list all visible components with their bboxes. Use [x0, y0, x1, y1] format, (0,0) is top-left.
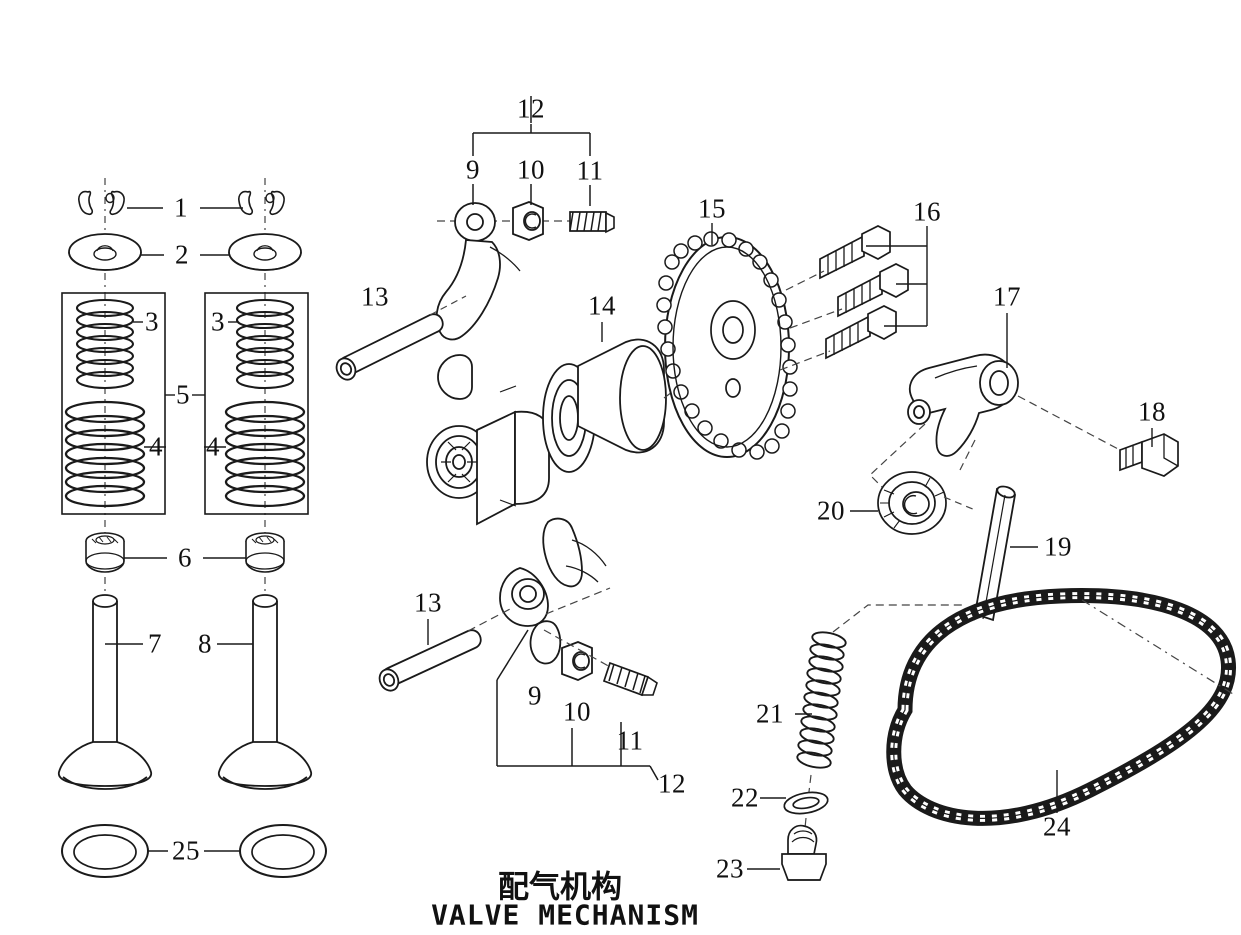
callout-24: 24 — [1043, 811, 1071, 842]
callout-22: 22 — [731, 782, 759, 813]
callout-19: 19 — [1044, 531, 1072, 562]
callout-9-upper: 9 — [466, 154, 480, 185]
diagram-title-chinese: 配气机构 — [498, 869, 622, 906]
callout-7: 7 — [148, 628, 162, 659]
callout-15: 15 — [698, 193, 726, 224]
sprocket-bolts — [779, 225, 928, 371]
callout-25: 25 — [172, 835, 200, 866]
callout-11-upper: 11 — [576, 155, 604, 186]
callout-5: 5 — [176, 379, 190, 410]
timing-chain — [886, 588, 1237, 826]
callout-1: 1 — [174, 192, 188, 223]
camshaft-sprocket — [656, 223, 798, 460]
tensioner-washer — [783, 791, 829, 815]
tensioner-bolt-cap — [781, 824, 827, 881]
leader-lines-left — [105, 207, 253, 852]
callout-3-left: 3 — [145, 306, 159, 337]
callout-18: 18 — [1138, 396, 1166, 427]
callout-16: 16 — [913, 196, 941, 227]
camshaft-group — [426, 338, 667, 526]
tensioner-spring — [796, 631, 847, 769]
tensioner-roller — [877, 471, 947, 535]
callout-12-upper: 12 — [517, 93, 545, 124]
bracket-12-upper — [472, 96, 591, 206]
callout-23: 23 — [716, 853, 744, 884]
callout-10-lower: 10 — [563, 696, 591, 727]
upper-rocker-group — [335, 201, 615, 400]
callout-2: 2 — [175, 239, 189, 270]
tensioner-arm — [907, 353, 1019, 457]
lower-rocker-group — [378, 517, 658, 697]
callout-8: 8 — [198, 628, 212, 659]
diagram-title-english: VALVE MECHANISM — [431, 898, 699, 932]
callout-9-lower: 9 — [528, 680, 542, 711]
callout-14: 14 — [588, 290, 616, 321]
callout-10-upper: 10 — [517, 154, 545, 185]
bracket-12-lower — [496, 629, 659, 781]
callout-13-lower: 13 — [414, 587, 442, 618]
callout-4-right: 4 — [206, 431, 220, 462]
tensioner-bolt — [1119, 433, 1179, 477]
valve-assembly-group — [58, 178, 327, 878]
callout-21: 21 — [756, 698, 784, 729]
callout-3-right: 3 — [211, 306, 225, 337]
chain-guide-rod — [973, 485, 1017, 622]
callout-6: 6 — [178, 542, 192, 573]
callout-13-upper: 13 — [361, 281, 389, 312]
callout-4-left: 4 — [149, 431, 163, 462]
callout-11-lower: 11 — [616, 725, 644, 756]
callout-17: 17 — [993, 281, 1021, 312]
callout-12-lower: 12 — [658, 768, 686, 799]
callout-20: 20 — [817, 495, 845, 526]
